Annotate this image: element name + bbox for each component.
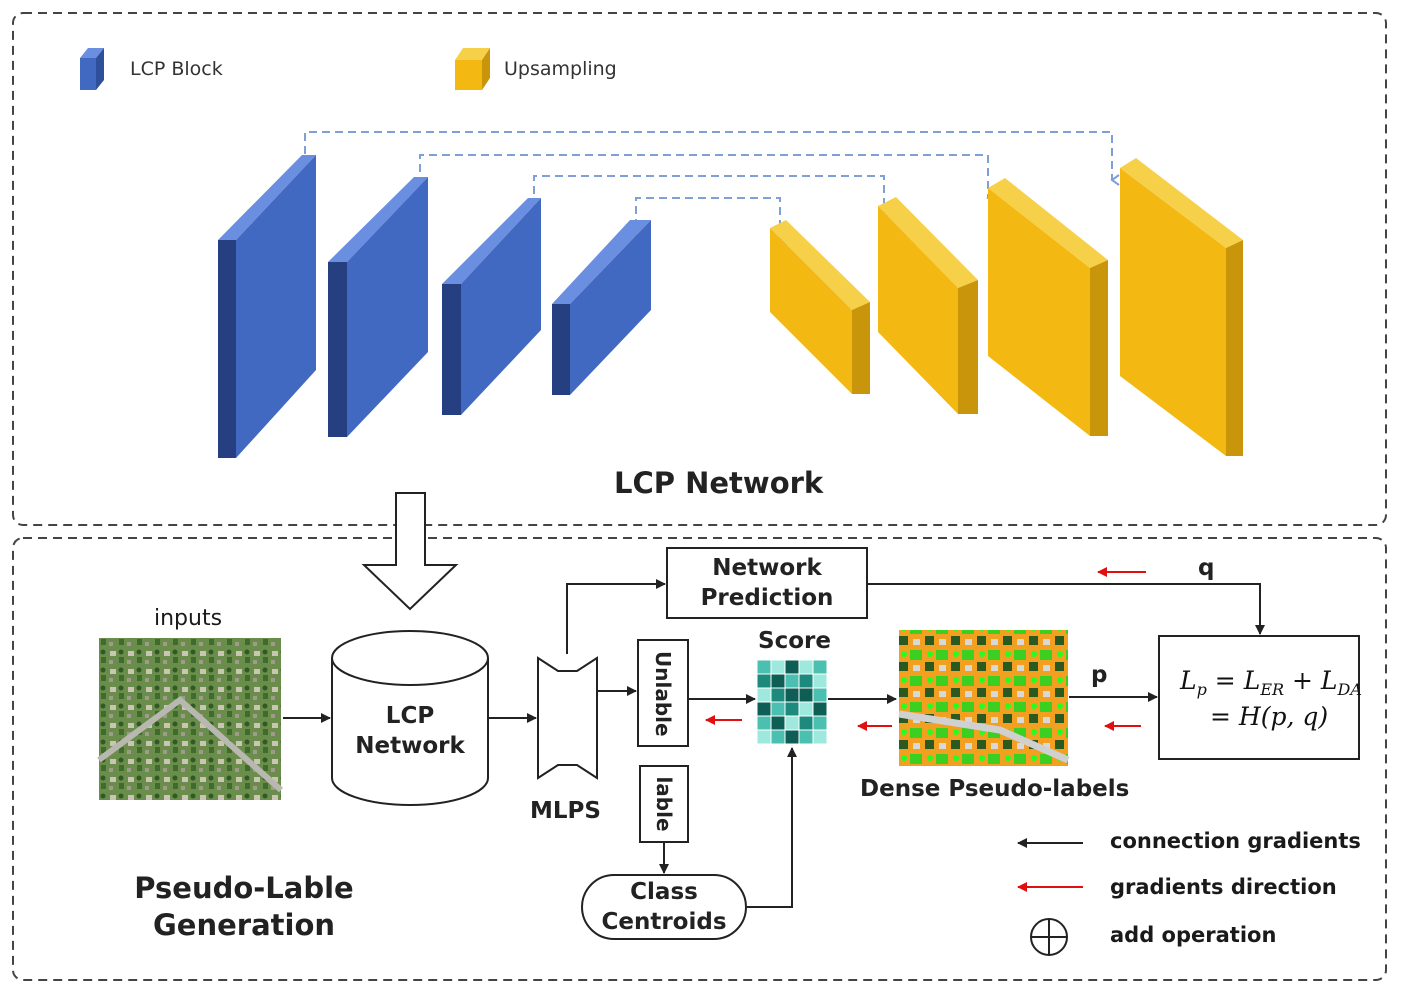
decoder-block-2 — [878, 197, 978, 414]
score-cell — [770, 715, 786, 731]
class-centroids-box — [581, 874, 747, 940]
decoder-block-1 — [770, 220, 870, 394]
unlable-box — [637, 639, 689, 747]
class-centroids-line2: Centroids — [601, 909, 727, 935]
class-centroids-label: Class Centroids — [582, 877, 746, 937]
connection-arrows — [283, 579, 1265, 908]
class-centroids-line1: Class — [630, 879, 698, 905]
loss-box — [1158, 635, 1360, 760]
score-cell — [798, 729, 814, 745]
score-cell — [756, 659, 772, 675]
score-cell — [798, 687, 814, 703]
encoder-block-2 — [328, 177, 428, 437]
add-operation-icon — [1030, 918, 1068, 956]
loss-equation-line2: = H(p, q) — [1210, 702, 1329, 731]
decoder-block-3 — [988, 178, 1108, 436]
legend-upsampling-cube-icon — [455, 48, 490, 90]
score-cell — [756, 729, 772, 745]
score-cell — [770, 659, 786, 675]
score-cell — [812, 729, 828, 745]
top-panel-title: LCP Network — [614, 466, 824, 500]
bottom-panel-title-line2: Generation — [152, 908, 336, 942]
key-connection-label: connection gradients — [1110, 829, 1361, 853]
score-cell — [812, 715, 828, 731]
bottom-panel-title: Pseudo-Lable Generation — [110, 870, 378, 944]
score-cell — [812, 659, 828, 675]
gradient-arrows — [705, 567, 1146, 892]
flow-down-arrow-icon — [361, 492, 459, 611]
network-prediction-label: Network Prediction — [667, 553, 867, 613]
score-cell — [798, 673, 814, 689]
legend-upsampling-label: Upsampling — [504, 58, 617, 80]
lcp-network-cylinder — [331, 630, 489, 806]
score-cell — [798, 715, 814, 731]
cylinder-label-line1: LCP — [385, 703, 435, 729]
dense-pseudo-labels-image — [899, 630, 1068, 766]
score-cell — [798, 701, 814, 717]
dense-pseudo-labels-label: Dense Pseudo-labels — [860, 776, 1130, 802]
score-cell — [784, 659, 800, 675]
skip-connections — [304, 131, 1120, 246]
legend-lcp-block-label: LCP Block — [130, 58, 223, 80]
input-aerial-image — [99, 638, 281, 800]
score-grid — [756, 659, 828, 745]
key-add-label: add operation — [1110, 923, 1277, 947]
score-cell — [756, 687, 772, 703]
score-cell — [784, 673, 800, 689]
score-cell — [770, 673, 786, 689]
network-prediction-line1: Network — [712, 555, 822, 581]
cylinder-label: LCP Network — [332, 701, 488, 761]
mlps-shape — [537, 656, 598, 780]
score-cell — [770, 729, 786, 745]
legend-lcp-cube-icon — [80, 48, 104, 90]
encoder-block-1 — [218, 155, 316, 458]
network-prediction-box — [666, 547, 868, 619]
score-cell — [756, 701, 772, 717]
q-label: q — [1198, 555, 1215, 581]
score-cell — [784, 715, 800, 731]
score-cell — [812, 687, 828, 703]
score-cell — [756, 673, 772, 689]
score-cell — [756, 715, 772, 731]
key-gradient-label: gradients direction — [1110, 875, 1337, 899]
score-cell — [812, 673, 828, 689]
score-cell — [784, 687, 800, 703]
score-cell — [798, 659, 814, 675]
decoder-block-4 — [1120, 158, 1243, 456]
bottom-panel-frame — [12, 537, 1387, 981]
bottom-panel-title-line1: Pseudo-Lable — [134, 871, 354, 905]
encoder-block-3 — [442, 198, 541, 415]
unlable-label: Unlable — [651, 651, 675, 737]
top-panel-frame — [12, 12, 1387, 526]
score-cell — [784, 701, 800, 717]
network-prediction-line2: Prediction — [700, 585, 834, 611]
score-cell — [784, 729, 800, 745]
loss-equation-line1: Lp = LER + LDA — [1180, 666, 1362, 699]
score-label: Score — [758, 628, 831, 654]
inputs-label: inputs — [154, 606, 223, 631]
lable-box — [639, 765, 689, 843]
p-label: p — [1091, 662, 1108, 688]
encoder-block-4 — [552, 220, 651, 395]
score-cell — [770, 687, 786, 703]
cylinder-label-line2: Network — [355, 733, 465, 759]
mlps-label: MLPS — [530, 798, 601, 824]
lable-label: lable — [652, 776, 676, 832]
score-cell — [812, 701, 828, 717]
score-cell — [770, 701, 786, 717]
